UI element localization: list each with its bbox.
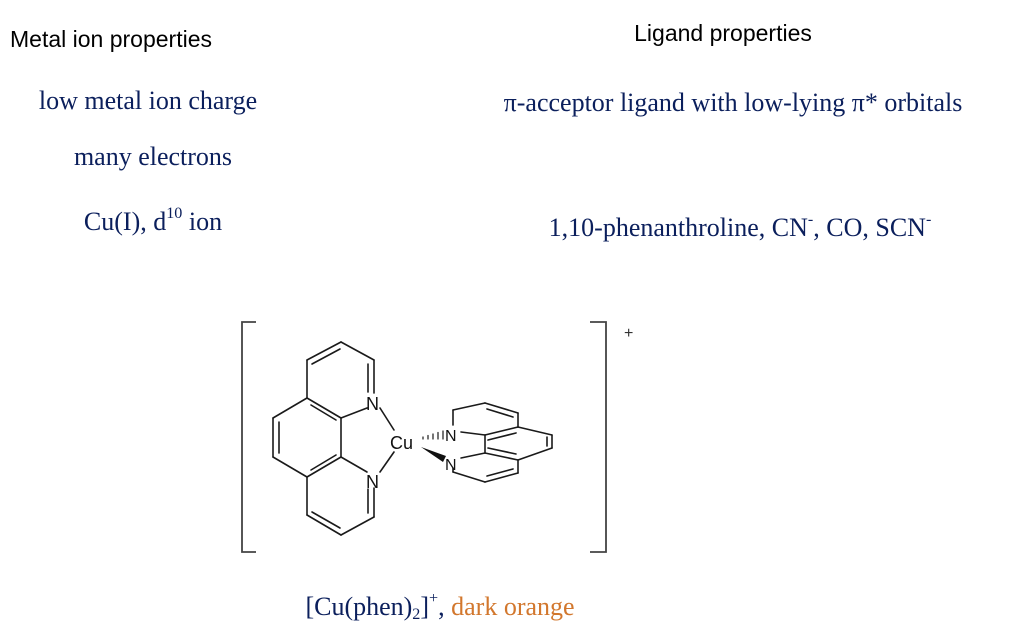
bond (484, 426, 519, 436)
complex-formula-a: [Cu(phen) (305, 592, 413, 621)
nitrogen-atom: N (366, 394, 379, 414)
metal-ion-prefix: Cu(I), d (83, 207, 167, 236)
solid-wedge-bond (421, 447, 446, 462)
bond (272, 456, 308, 478)
bond (517, 426, 553, 436)
bond (310, 454, 337, 471)
ligand-count: 2 (412, 606, 421, 624)
bond (379, 407, 395, 431)
bond (340, 407, 368, 419)
metal-charge-text: low metal ion charge (38, 86, 258, 115)
bond (340, 341, 375, 361)
ligand-acceptor-text: π-acceptor ligand with low-lying π* orbi… (503, 88, 963, 117)
complex-charge: + (624, 325, 633, 342)
hashed-wedge-bond (422, 430, 444, 440)
bond (452, 402, 486, 411)
left-bracket (241, 321, 256, 553)
nitrogen-atom: N (445, 428, 457, 445)
bond (311, 511, 341, 529)
bond (486, 468, 514, 477)
bond (306, 397, 342, 419)
ligand-examples: 1,10-phenanthroline, CN-, CO, SCN- (548, 210, 932, 243)
bond (486, 408, 514, 418)
bond (484, 402, 519, 414)
bond (484, 452, 519, 461)
bond (460, 431, 486, 436)
bond (452, 471, 486, 483)
bond (340, 456, 368, 473)
bond (340, 516, 375, 536)
caption-separator: , (438, 592, 452, 621)
ligand-examples-a: 1,10-phenanthroline, CN (548, 213, 808, 242)
bond (487, 447, 517, 455)
left-phenanthroline-ligand: N N (272, 341, 395, 536)
metal-ion-example: Cu(I), d10 ion (83, 204, 223, 237)
bond (306, 514, 342, 536)
bond (379, 451, 395, 473)
bond (487, 432, 517, 441)
bond (272, 397, 308, 419)
nitrogen-atom: N (366, 472, 379, 492)
complex-formula-b: ] (420, 592, 430, 621)
thiocyanate-charge: - (925, 210, 932, 228)
bond (311, 348, 341, 365)
bond (306, 341, 342, 361)
ligand-examples-b: , CO, SCN (813, 213, 926, 242)
cyanide-charge: - (807, 210, 814, 228)
right-bracket (590, 321, 607, 553)
nitrogen-atom: N (445, 457, 457, 474)
metal-ion-properties-heading: Metal ion properties (10, 26, 212, 52)
bond (310, 404, 337, 421)
complex-caption: [Cu(phen)2]+, dark orange (305, 589, 575, 624)
copper-atom: Cu (390, 433, 413, 453)
d-electron-count: 10 (166, 204, 183, 222)
ligand-properties-heading: Ligand properties (634, 20, 812, 46)
complex-formula-charge: + (429, 589, 439, 607)
bond (517, 447, 553, 461)
bond (460, 452, 486, 459)
metal-electrons-text: many electrons (73, 142, 233, 171)
right-phenanthroline-ligand: N N (445, 402, 553, 483)
complex-color-label: dark orange (451, 592, 575, 621)
bond (306, 456, 342, 478)
bond (484, 472, 519, 483)
metal-ion-suffix: ion (182, 207, 223, 236)
